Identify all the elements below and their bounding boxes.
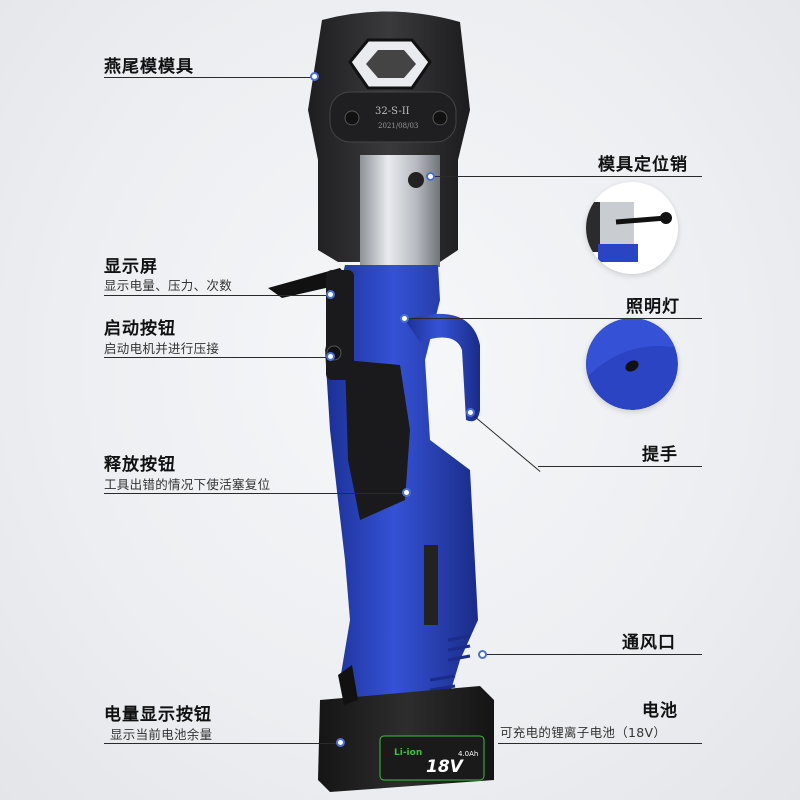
leader-start-button — [104, 357, 330, 358]
leader-battery-button — [104, 743, 340, 744]
lighting-inset-image — [586, 318, 678, 410]
marker-handle — [466, 408, 475, 417]
battery-capacity-text: 4.0Ah — [458, 750, 478, 758]
label-display-desc: 显示电量、压力、次数 — [104, 278, 233, 293]
label-start-button: 启动按钮 — [104, 319, 176, 339]
leader-display — [104, 295, 330, 296]
marker-die-pin — [426, 172, 435, 181]
marker-display — [326, 290, 335, 299]
label-battery-button-desc: 显示当前电池余量 — [110, 727, 213, 742]
label-battery: 电池 — [642, 701, 678, 721]
label-battery-desc: 可充电的锂离子电池（18V） — [500, 725, 667, 740]
leader-battery — [498, 743, 702, 744]
leader-die-pin — [430, 176, 702, 177]
label-vent: 通风口 — [622, 633, 676, 653]
leader-handle — [538, 466, 702, 467]
label-handle: 提手 — [642, 445, 678, 465]
label-release-button-desc: 工具出错的情况下使活塞复位 — [104, 477, 271, 492]
die-date-text: 2021/08/03 — [378, 122, 418, 130]
leader-vent — [482, 654, 702, 655]
tool-body — [325, 265, 480, 715]
label-battery-button: 电量显示按钮 — [104, 705, 212, 725]
leader-dovetail-die — [104, 77, 314, 78]
label-die-pin: 模具定位销 — [598, 155, 688, 175]
marker-dovetail-die — [310, 72, 319, 81]
battery-type-text: Li-ion — [394, 748, 422, 758]
marker-vent — [478, 650, 487, 659]
label-start-button-desc: 启动电机并进行压接 — [104, 341, 220, 356]
label-display: 显示屏 — [104, 257, 158, 277]
battery-voltage-text: 18V — [426, 757, 465, 777]
die-pin-inset-image — [586, 202, 672, 262]
marker-lighting — [400, 314, 409, 323]
marker-battery-button — [336, 738, 345, 747]
leader-release-button — [104, 493, 406, 494]
marker-start-button — [326, 352, 335, 361]
label-dovetail-die: 燕尾模模具 — [104, 57, 194, 77]
marker-release-button — [402, 488, 411, 497]
label-lighting: 照明灯 — [626, 297, 680, 317]
label-release-button: 释放按钮 — [104, 455, 176, 475]
die-model-text: 32-S-II — [375, 106, 410, 117]
die-pin-inset — [586, 182, 678, 274]
lighting-inset — [586, 318, 678, 410]
battery-pack — [318, 665, 494, 792]
leader-lighting — [404, 318, 702, 319]
